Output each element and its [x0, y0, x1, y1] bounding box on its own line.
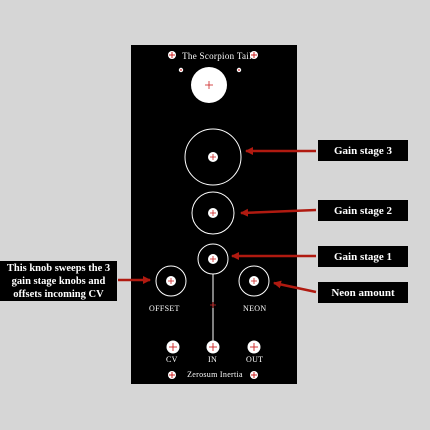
out-label: OUT	[246, 355, 264, 364]
annotation-offset-knob: This knob sweeps the 3 gain stage knobs …	[0, 261, 117, 301]
out-jack[interactable]	[247, 340, 261, 354]
in-jack[interactable]	[206, 340, 220, 354]
gain-stage-2-knob[interactable]	[191, 191, 235, 235]
screw-bottom-left-icon	[168, 371, 176, 379]
in-label: IN	[208, 355, 218, 364]
neon-label: NEON	[243, 304, 267, 313]
offset-label: OFFSET	[149, 304, 180, 313]
annotation-neon-amount: Neon amount	[318, 282, 408, 303]
neon-knob[interactable]	[238, 265, 270, 297]
annotation-gain-stage-3: Gain stage 3	[318, 140, 408, 161]
arrow-neon-icon	[273, 280, 317, 294]
offset-knob[interactable]	[155, 265, 187, 297]
annotation-gain-stage-2: Gain stage 2	[318, 200, 408, 221]
screw-top-right-icon	[250, 51, 258, 59]
screw-top-left-icon	[168, 51, 176, 59]
cv-jack[interactable]	[166, 340, 180, 354]
brand-label: Zerosum Inertia	[187, 370, 243, 379]
module-title: The Scorpion Tail	[182, 51, 252, 61]
arrow-gain2-icon	[240, 208, 317, 217]
cv-label: CV	[166, 355, 178, 364]
screw-bottom-right-icon	[250, 371, 258, 379]
gain-stage-1-knob[interactable]	[197, 243, 229, 275]
gain-stage-3-knob[interactable]	[184, 128, 242, 186]
annotation-gain-stage-1: Gain stage 1	[318, 246, 408, 267]
neon-lamp-icon	[191, 67, 227, 103]
